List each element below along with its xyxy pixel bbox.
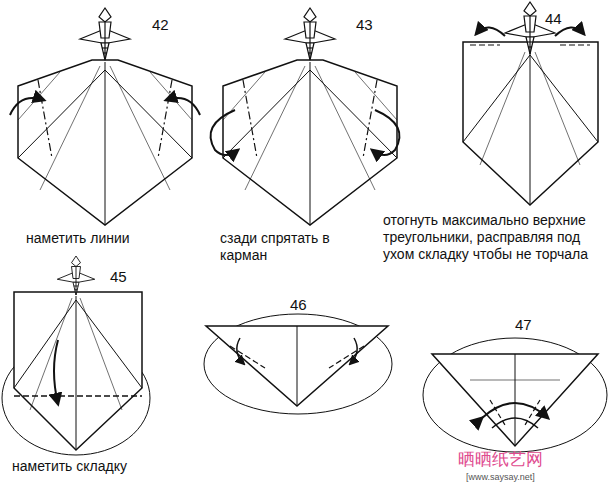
- step-44-figure: [463, 2, 598, 205]
- watermark-url: [www.saysay.net]: [466, 472, 596, 483]
- step-note: наметить линии: [26, 230, 206, 247]
- step-note: сзади спрятать в карман: [220, 230, 370, 264]
- step-45-figure: [2, 256, 150, 455]
- step-46-figure: [204, 314, 392, 414]
- step-note: отогнуть максимально верхние треугольник…: [383, 212, 607, 262]
- step-number: 43: [356, 16, 396, 34]
- step-number: 47: [515, 316, 555, 334]
- step-note: наметить складку: [12, 458, 212, 475]
- step-47-figure: [423, 338, 607, 452]
- watermark: 晒晒纸艺网: [458, 450, 588, 470]
- step-42-figure: [10, 8, 200, 225]
- step-number: 45: [110, 268, 150, 286]
- step-number: 44: [545, 10, 585, 28]
- step-number: 42: [152, 16, 192, 34]
- step-43-figure: [211, 8, 400, 225]
- step-number: 46: [290, 296, 330, 314]
